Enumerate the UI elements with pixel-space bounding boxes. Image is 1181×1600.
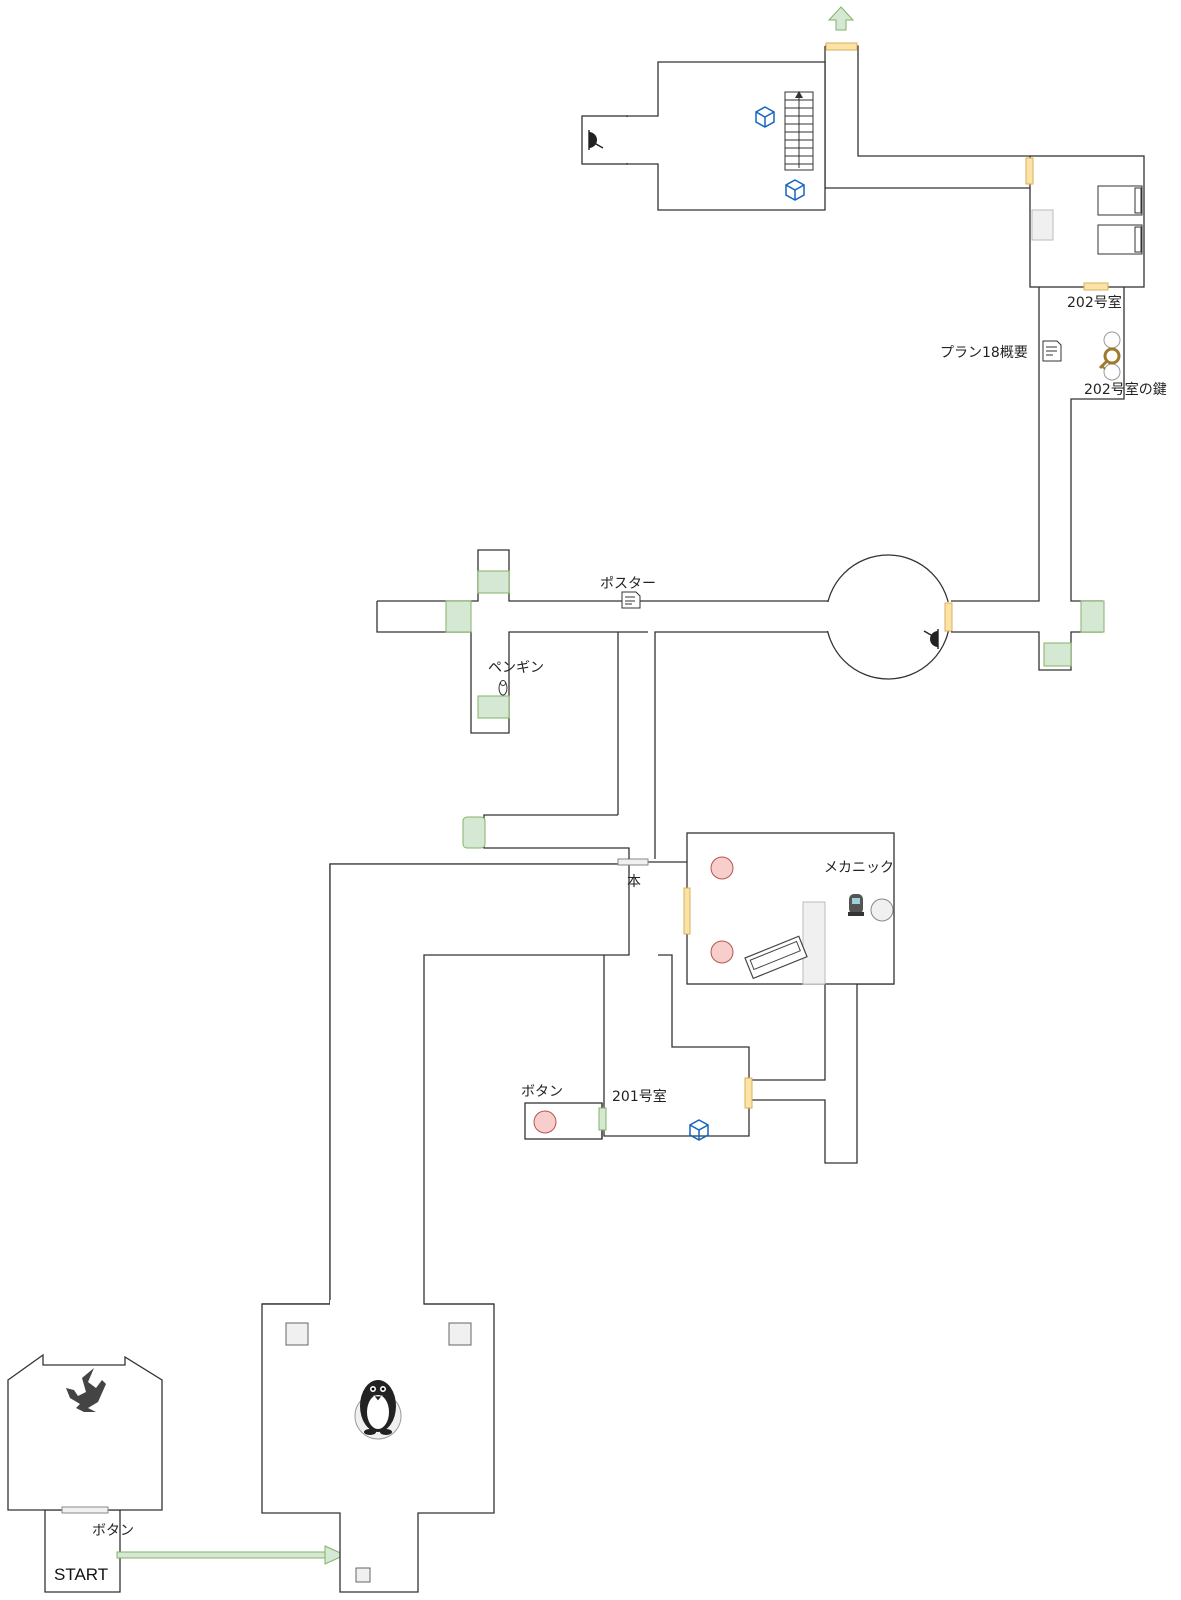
corridor-door[interactable] xyxy=(744,1077,753,1109)
start-room: ボタン START xyxy=(7,1353,163,1593)
mechanic-room-door[interactable] xyxy=(683,887,691,935)
red-button[interactable] xyxy=(710,856,734,880)
penguin-label: ペンギン xyxy=(488,660,544,676)
seahorse-icon xyxy=(66,1368,106,1412)
passage-north[interactable] xyxy=(477,570,510,594)
sofa-icon[interactable] xyxy=(744,935,808,980)
passage-south[interactable] xyxy=(477,695,510,719)
cabinet-block xyxy=(1031,209,1054,241)
cube-icon[interactable] xyxy=(689,1119,709,1141)
room-202-label: 202号室 xyxy=(1067,294,1122,311)
bed xyxy=(1097,224,1143,255)
room-201-label: 201号室 xyxy=(612,1088,667,1105)
top-area xyxy=(581,6,1030,211)
floor-switch-block[interactable] xyxy=(355,1567,371,1583)
camera-icon xyxy=(923,629,939,649)
mechanic-room: メカニック xyxy=(683,832,895,985)
small-penguin-icon[interactable] xyxy=(498,680,508,696)
bed xyxy=(1097,185,1143,216)
book-door[interactable] xyxy=(617,858,649,866)
east-corridor xyxy=(951,426,1105,671)
passage-west[interactable] xyxy=(445,600,472,633)
round-table xyxy=(870,898,894,922)
north-exit-door[interactable] xyxy=(825,42,858,51)
room-202-west-door[interactable] xyxy=(1025,157,1034,185)
penguin-icon[interactable] xyxy=(354,1380,402,1440)
room-201: ボタン 201号室 xyxy=(521,1077,753,1141)
book-label: 本 xyxy=(627,874,641,890)
red-button[interactable] xyxy=(533,1110,557,1134)
circular-room-door[interactable] xyxy=(944,602,953,632)
key-202-label: 202号室の鍵 xyxy=(1084,381,1167,398)
room-202-door[interactable] xyxy=(1083,282,1109,291)
document-icon[interactable] xyxy=(621,591,641,609)
circular-room xyxy=(818,554,954,680)
passage-southeast[interactable] xyxy=(1043,642,1072,667)
start-label: START xyxy=(54,1565,108,1584)
upper-corridor-network: ペンギン ポスター xyxy=(376,549,828,859)
red-button[interactable] xyxy=(710,940,734,964)
penguin-hall xyxy=(261,861,687,1593)
staircase[interactable] xyxy=(784,91,814,171)
passage-east[interactable] xyxy=(1080,600,1105,633)
plan18-label: プラン18概要 xyxy=(940,345,1028,361)
room-201-button-label: ボタン xyxy=(521,1084,563,1100)
key-icon[interactable] xyxy=(1098,347,1121,370)
room-202-area: 202号室 プラン18概要 202号室の鍵 xyxy=(940,155,1167,426)
cube-icon[interactable] xyxy=(755,106,775,128)
document-icon[interactable] xyxy=(1042,340,1062,362)
poster-label: ポスター xyxy=(600,576,656,592)
pedestal xyxy=(1103,331,1121,349)
cube-icon[interactable] xyxy=(785,179,805,201)
passage-left-lower[interactable] xyxy=(462,816,486,849)
room-201-door[interactable] xyxy=(598,1107,607,1131)
right-arrow-icon xyxy=(116,1545,347,1565)
up-arrow-icon[interactable] xyxy=(827,6,855,31)
middle-corridor xyxy=(603,954,894,1164)
pillar-block xyxy=(448,1322,472,1346)
mechanic-npc-icon[interactable] xyxy=(848,894,864,916)
camera-icon xyxy=(588,130,604,150)
start-door[interactable] xyxy=(61,1506,109,1514)
counter-block xyxy=(802,901,826,985)
start-button-label: ボタン xyxy=(92,1523,134,1539)
pillar-block xyxy=(285,1322,309,1346)
pedestal xyxy=(1103,363,1121,381)
mechanic-label: メカニック xyxy=(824,860,894,876)
